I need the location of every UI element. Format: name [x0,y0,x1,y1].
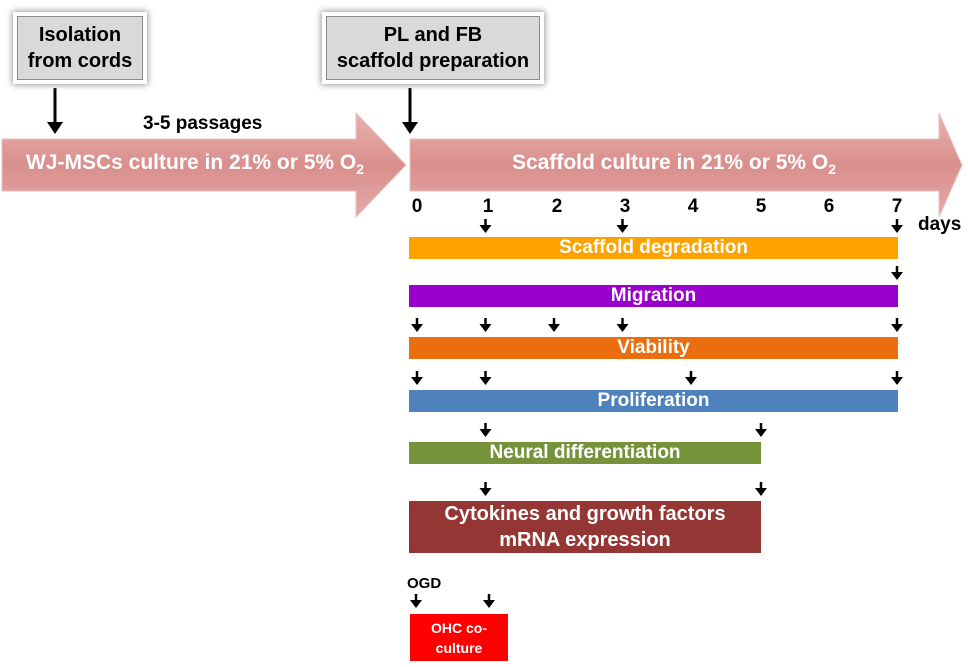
cytokines-bar: Cytokines and growth factors mRNA expres… [409,501,761,553]
isolation-line-2: from cords [27,50,133,72]
isolation-line-1: Isolation [38,24,122,46]
cytokines-line-2: mRNA expression [499,529,671,551]
timepoint-arrows [410,219,903,608]
timepoint-arrow-row5-day5 [755,482,767,496]
day-2: 2 [551,196,563,217]
ogd-label: OGD [407,575,442,592]
day-5: 5 [755,196,767,217]
wj-culture-arrow [1,111,407,219]
day-3: 3 [619,196,631,217]
day-1: 1 [482,196,494,217]
preparation-line-2: scaffold preparation [336,50,530,72]
timepoint-arrow-row3-day7 [891,371,903,385]
migration-bar: Migration [409,285,898,307]
timepoint-arrow-row3-day1 [479,371,492,385]
wj-culture-subscript: 2 [356,161,365,178]
ohc-co-culture-box: OHC co- culture [410,614,508,661]
passages-label: 3-5 passages [143,113,263,134]
isolation-box: Isolation from cords [17,16,143,80]
timepoint-arrow-row1-day7 [891,266,903,280]
scaffold-degradation-bar: Scaffold degradation [409,237,898,259]
ohc-line-1: OHC co- [431,619,487,636]
proliferation-bar: Proliferation [409,390,898,412]
scaffold-culture-text: Scaffold culture in 21% or 5% O [512,151,829,174]
day-7: 7 [891,196,903,217]
day-4: 4 [687,196,699,217]
timepoint-arrow-row4-day5 [755,423,767,437]
neural-differentiation-bar: Neural differentiation [409,442,761,464]
days-unit-label: days [918,214,962,235]
day-0: 0 [411,196,423,217]
wj-culture-label: WJ-MSCs culture in 21% or 5% O2 [26,151,364,177]
scaffold-culture-arrow [409,112,963,218]
cytokines-line-1: Cytokines and growth factors [444,503,726,525]
preparation-line-1: PL and FB [383,24,483,46]
timepoint-arrow-row2-day0 [411,318,423,332]
ogd-arrow-day0 [410,594,422,608]
timepoint-arrow-row5-day1 [479,482,492,496]
scaffold-culture-subscript: 2 [828,161,837,178]
timepoint-arrow-row2-day3 [616,318,629,332]
scaffold-culture-label: Scaffold culture in 21% or 5% O2 [512,151,836,177]
timepoint-arrow-row0-day3 [616,219,629,233]
timepoint-arrow-row2-day1 [479,318,492,332]
timepoint-arrow-row0-day1 [479,219,492,233]
preparation-box: PL and FB scaffold preparation [326,16,540,80]
wj-culture-text: WJ-MSCs culture in 21% or 5% O [26,151,357,174]
timepoint-arrow-row2-day7 [891,318,903,332]
ohc-line-2: culture [435,639,483,656]
ogd-arrow-day1 [483,594,495,608]
timepoint-arrow-row4-day1 [479,423,492,437]
timepoint-arrow-row2-day2 [548,318,560,332]
timepoint-arrow-row3-day0 [411,371,423,385]
timepoint-arrow-row3-day4 [685,371,697,385]
viability-bar: Viability [409,337,898,359]
timepoint-arrow-row0-day7 [891,219,903,233]
step-arrows [53,88,412,124]
day-6: 6 [823,196,835,217]
